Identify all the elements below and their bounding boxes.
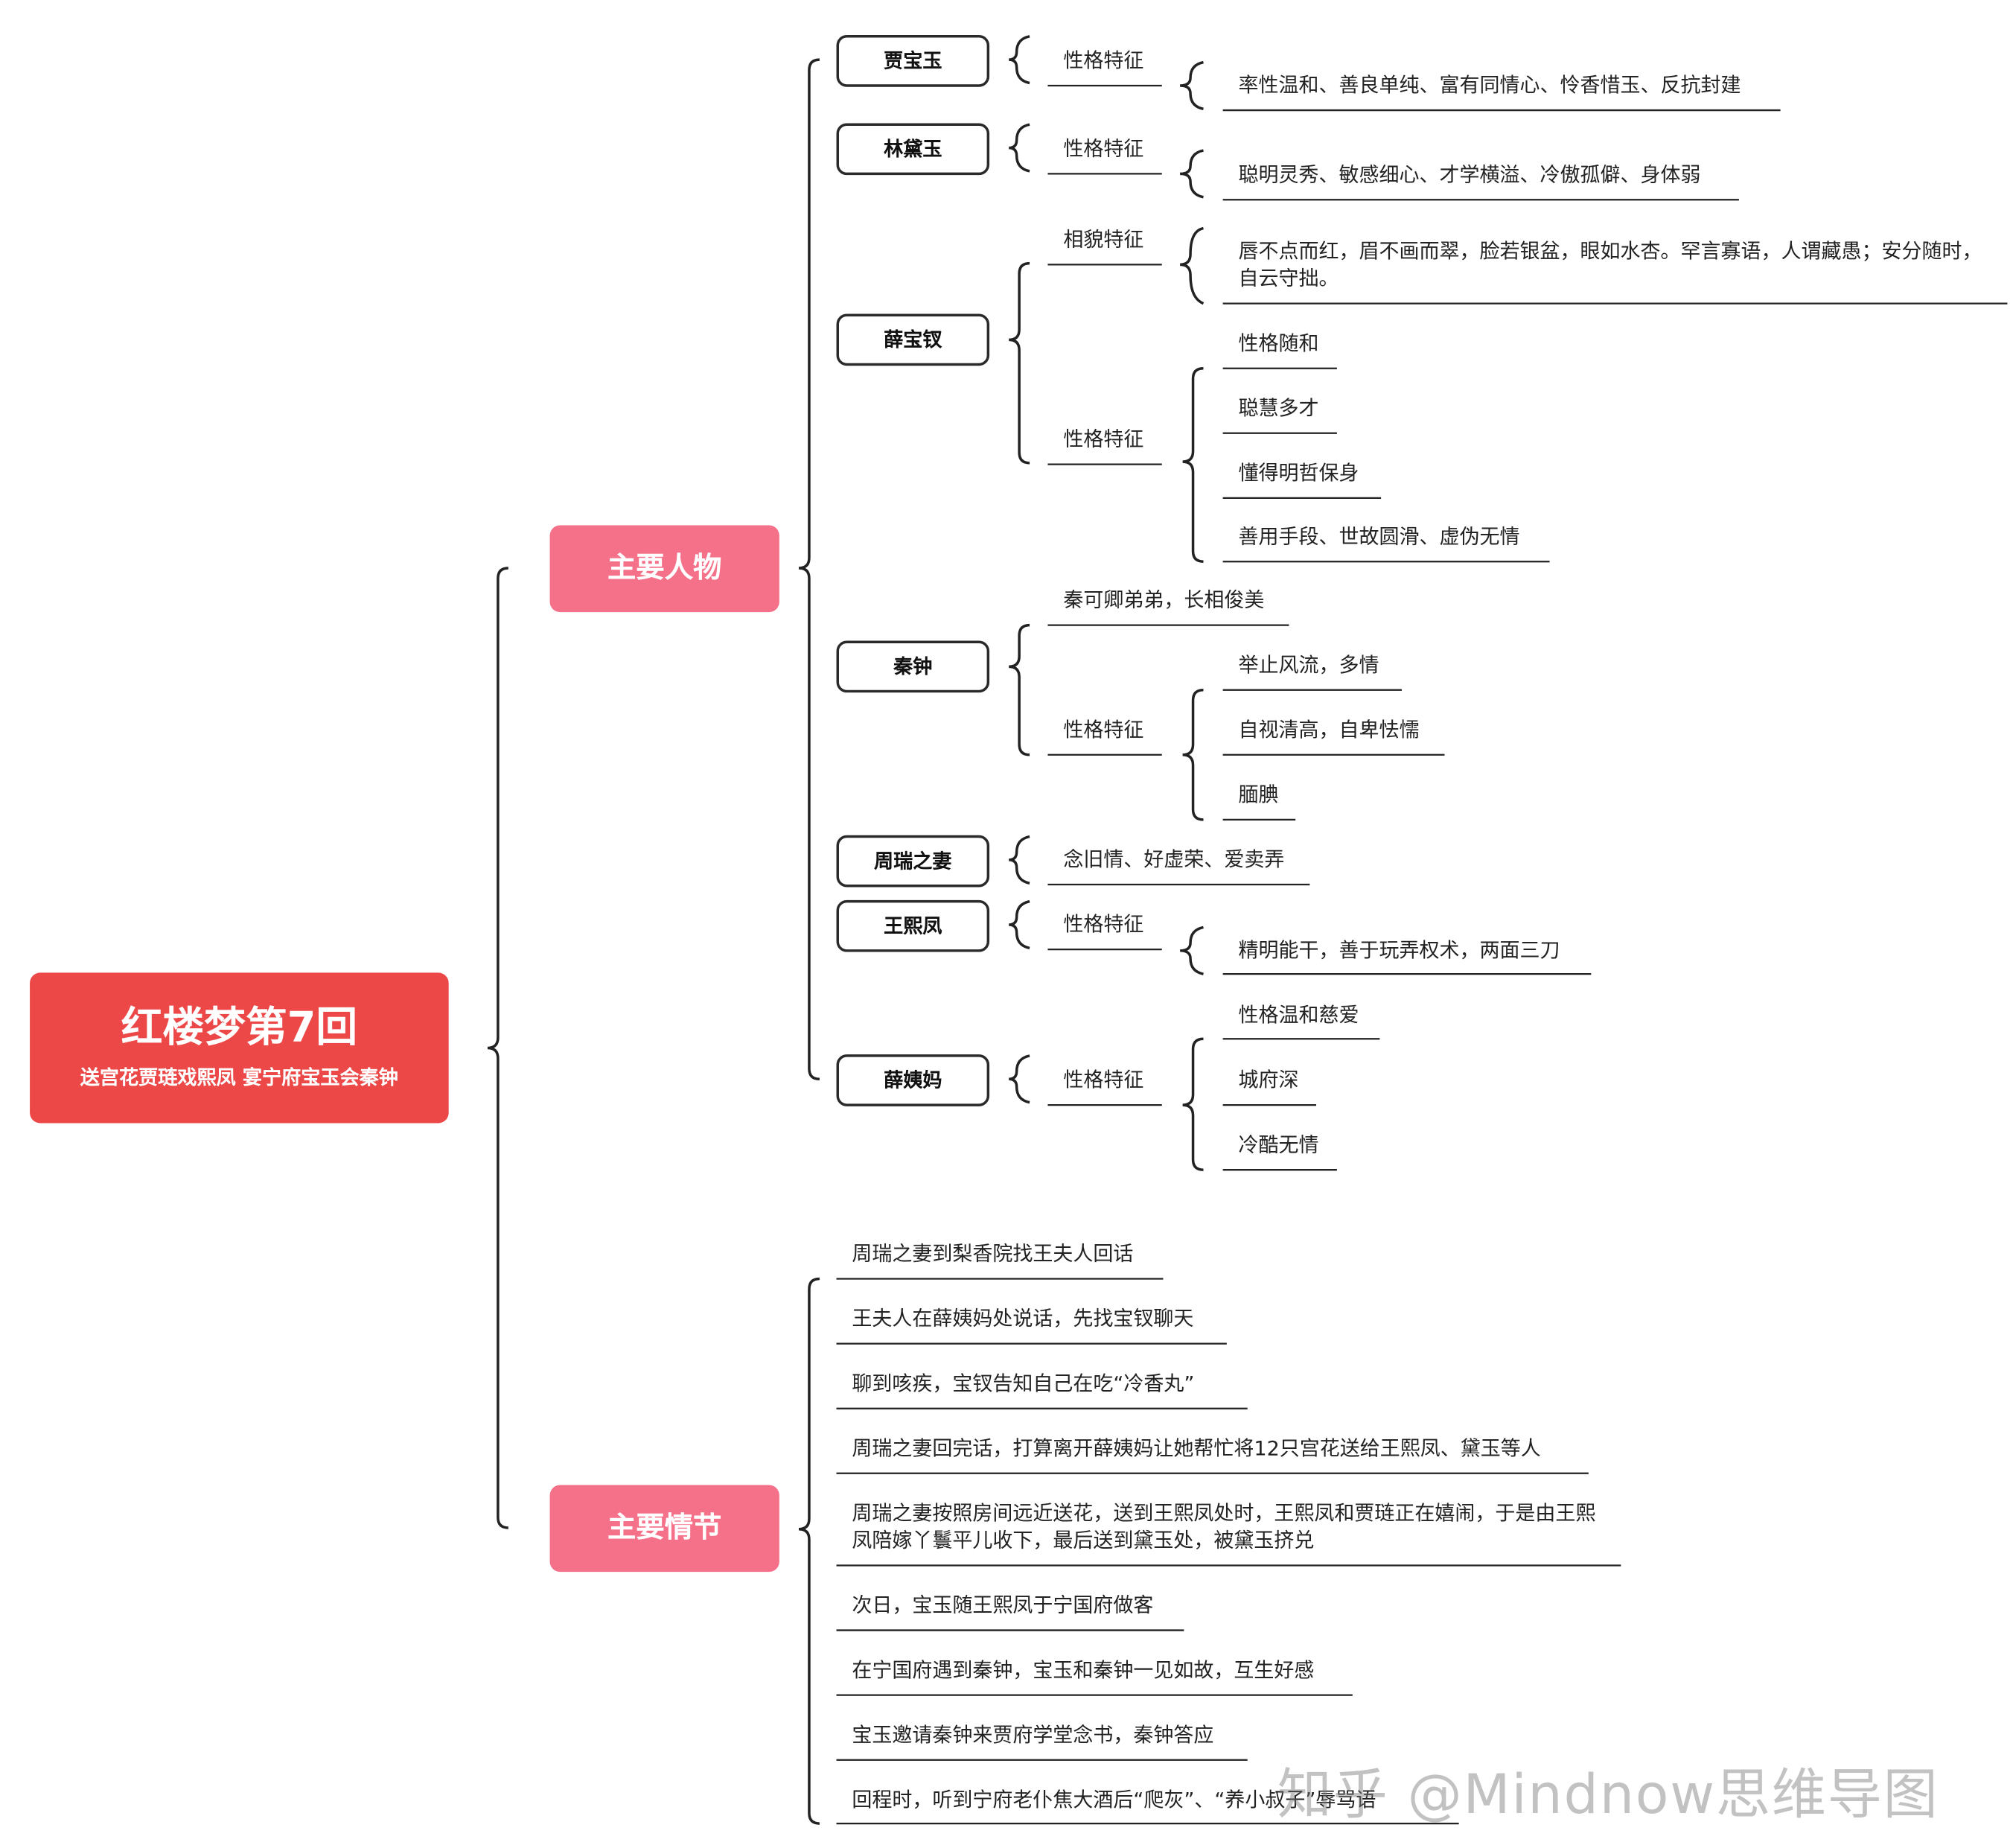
aunt-xue-trait-item[interactable]: 城府深: [1238, 1068, 1299, 1092]
root-title: 红楼梦第7回: [121, 1002, 358, 1052]
category-plot[interactable]: 主要情节: [549, 1485, 779, 1573]
character-lin-daiyu[interactable]: 林黛玉: [836, 123, 990, 176]
xifeng-trait-label[interactable]: 性格特征: [1063, 913, 1144, 937]
plot-item[interactable]: 周瑞之妻按照房间远近送花，送到王熙凤处时，王熙凤和贾琏正在嬉闹，于是由王熙凤陪嫁…: [852, 1502, 1596, 1553]
character-aunt-xue[interactable]: 薛姨妈: [836, 1054, 990, 1106]
character-qin-zhong[interactable]: 秦钟: [836, 640, 990, 693]
plot-item[interactable]: 回程时，听到宁府老仆焦大酒后“爬灰”、“养小叔子”辱骂语: [852, 1788, 1376, 1812]
watermark: 知乎 @Mindnow思维导图: [1277, 1762, 1939, 1826]
xifeng-trait[interactable]: 精明能干，善于玩弄权术，两面三刀: [1238, 939, 1560, 963]
baochai-trait-item[interactable]: 懂得明哲保身: [1238, 462, 1359, 485]
plot-item[interactable]: 宝玉邀请秦钟来贾府学堂念书，秦钟答应: [852, 1723, 1214, 1747]
category-characters[interactable]: 主要人物: [549, 525, 779, 613]
baochai-trait-item[interactable]: 聪慧多才: [1238, 397, 1319, 421]
plot-item[interactable]: 次日，宝玉随王熙凤于宁国府做客: [852, 1593, 1154, 1618]
zhourui-wife-trait[interactable]: 念旧情、好虚荣、爱卖弄: [1063, 848, 1285, 872]
aunt-xue-trait-label[interactable]: 性格特征: [1063, 1068, 1144, 1092]
qinzhong-trait-item[interactable]: 腼腆: [1238, 783, 1279, 807]
root-subtitle: 送宫花贾琏戏熙凤 宴宁府宝玉会秦钟: [80, 1065, 398, 1090]
baochai-look[interactable]: 唇不点而红，眉不画而翠，脸若银盆，眼如水杏。罕言寡语，人谓藏愚；安分随时，自云守…: [1238, 240, 1982, 291]
baochai-trait-label[interactable]: 性格特征: [1063, 427, 1144, 452]
baochai-trait-item[interactable]: 性格随和: [1238, 331, 1319, 356]
qinzhong-trait-label[interactable]: 性格特征: [1063, 719, 1144, 742]
plot-item[interactable]: 在宁国府遇到秦钟，宝玉和秦钟一见如故，互生好感: [852, 1658, 1315, 1683]
baoyu-trait[interactable]: 率性温和、善良单纯、富有同情心、怜香惜玉、反抗封建: [1238, 74, 1741, 98]
qinzhong-intro[interactable]: 秦可卿弟弟，长相俊美: [1063, 588, 1265, 613]
baochai-trait-item[interactable]: 善用手段、世故圆滑、虚伪无情: [1238, 525, 1520, 549]
plot-item[interactable]: 周瑞之妻到梨香院找王夫人回话: [852, 1242, 1134, 1266]
plot-item[interactable]: 聊到咳疾，宝钗告知自己在吃“冷香丸”: [852, 1371, 1195, 1396]
aunt-xue-trait-item[interactable]: 性格温和慈爱: [1238, 1004, 1359, 1027]
character-jia-baoyu[interactable]: 贾宝玉: [836, 35, 990, 87]
plot-item[interactable]: 周瑞之妻回完话，打算离开薛姨妈让她帮忙将12只宫花送给王熙凤、黛玉等人: [852, 1437, 1541, 1461]
qinzhong-trait-item[interactable]: 自视清高，自卑怯懦: [1238, 719, 1420, 742]
aunt-xue-trait-item[interactable]: 冷酷无情: [1238, 1133, 1319, 1157]
qinzhong-trait-item[interactable]: 举止风流，多情: [1238, 653, 1379, 678]
baoyu-trait-label[interactable]: 性格特征: [1063, 49, 1144, 73]
character-zhou-rui-wife[interactable]: 周瑞之妻: [836, 835, 990, 888]
daiyu-trait[interactable]: 聪明灵秀、敏感细心、才学横溢、冷傲孤僻、身体弱: [1238, 163, 1701, 187]
daiyu-trait-label[interactable]: 性格特征: [1063, 137, 1144, 161]
baochai-look-label[interactable]: 相貌特征: [1063, 228, 1144, 252]
root-topic[interactable]: 红楼梦第7回 送宫花贾琏戏熙凤 宴宁府宝玉会秦钟: [30, 972, 449, 1124]
character-xue-baochai[interactable]: 薛宝钗: [836, 313, 990, 366]
plot-item[interactable]: 王夫人在薛姨妈处说话，先找宝钗聊天: [852, 1307, 1194, 1331]
character-wang-xifeng[interactable]: 王熙凤: [836, 899, 990, 952]
